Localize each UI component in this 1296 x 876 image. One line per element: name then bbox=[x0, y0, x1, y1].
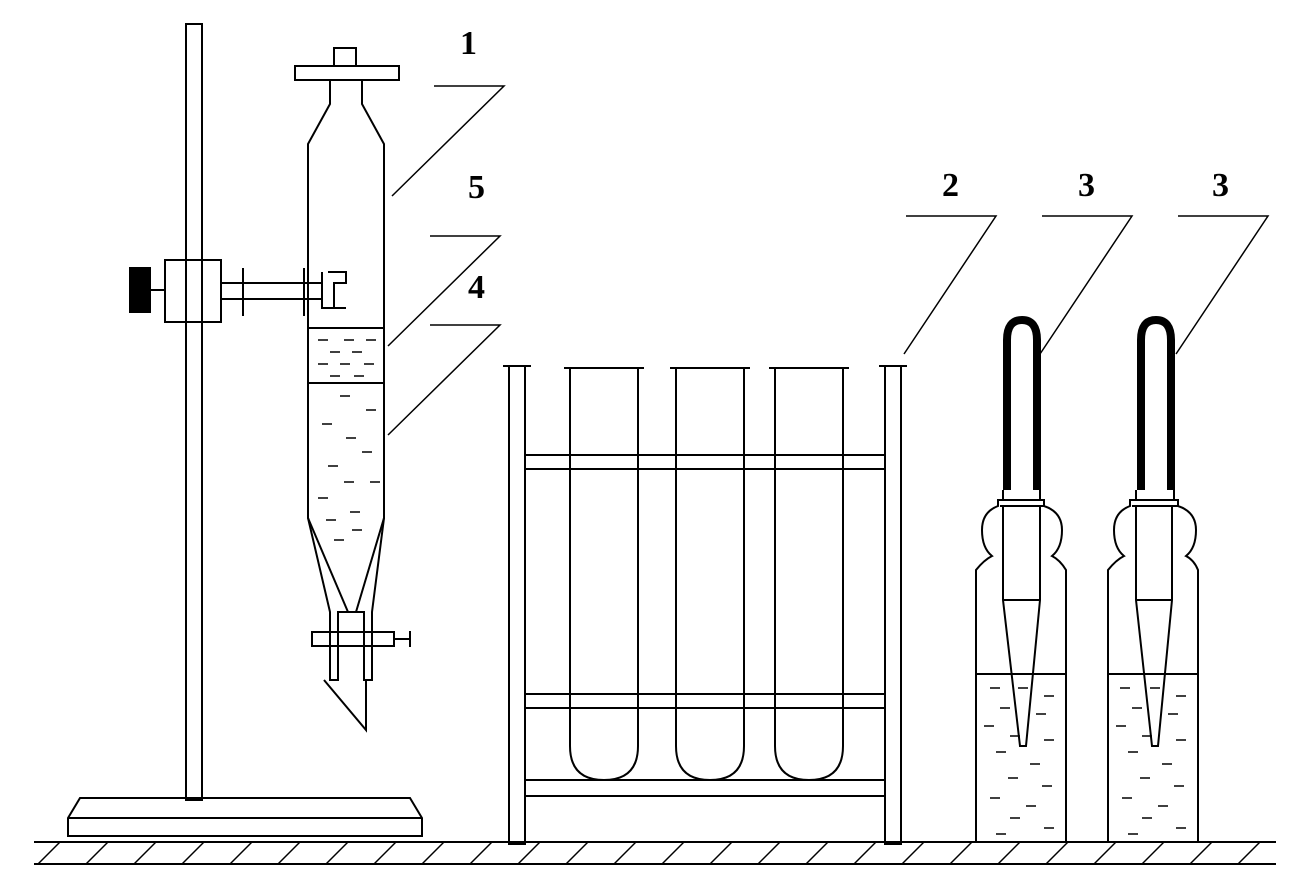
stopcock bbox=[311, 631, 395, 647]
test-tube bbox=[569, 368, 639, 782]
clamp-knob-icon bbox=[129, 267, 151, 313]
label-dropper-bottle-left: 3 bbox=[1078, 167, 1095, 204]
dropper-bottle-right bbox=[1107, 315, 1199, 842]
clamp-jaw bbox=[321, 271, 347, 309]
dropper-bottle-left bbox=[975, 315, 1067, 842]
test-tube bbox=[774, 368, 844, 782]
funnel-stopper bbox=[294, 65, 400, 81]
label-dropper-bottle-right: 3 bbox=[1212, 167, 1229, 204]
test-tube-rack bbox=[503, 365, 907, 845]
boss-head bbox=[164, 259, 222, 323]
leader-lines bbox=[387, 85, 1270, 436]
test-tube bbox=[675, 368, 745, 782]
rubber-bulb-icon bbox=[1003, 315, 1041, 490]
bench-surface bbox=[34, 841, 1276, 865]
funnel-stem-tip bbox=[323, 679, 367, 733]
label-separatory-funnel: 1 bbox=[460, 25, 477, 62]
label-upper-layer: 5 bbox=[468, 169, 485, 206]
boss-clamp bbox=[129, 259, 347, 323]
iron-stand bbox=[67, 23, 423, 837]
label-lower-layer: 4 bbox=[468, 269, 485, 306]
separatory-funnel bbox=[294, 47, 411, 733]
stand-rod bbox=[185, 23, 203, 801]
rubber-bulb-icon bbox=[1137, 315, 1175, 490]
label-test-tube-rack: 2 bbox=[942, 167, 959, 204]
